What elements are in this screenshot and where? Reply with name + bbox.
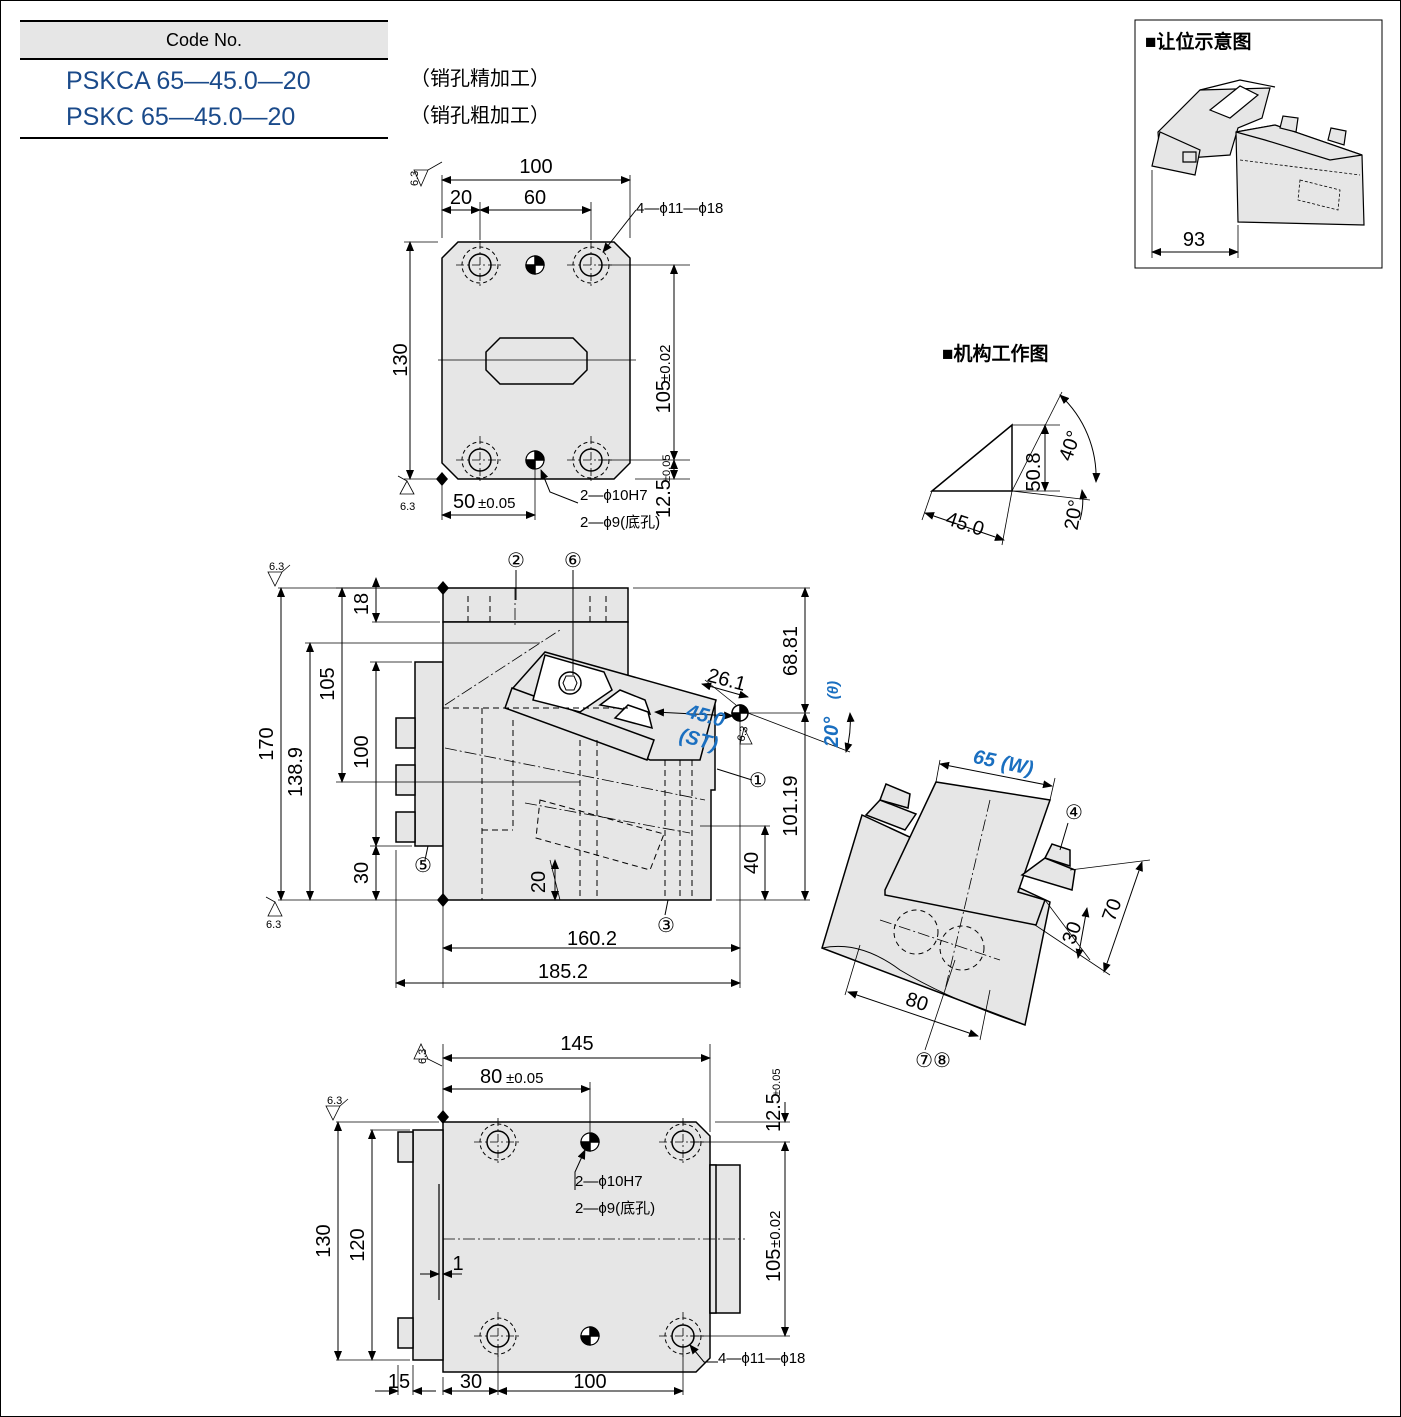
bv-roughness-2: 6.3	[327, 1095, 342, 1107]
sv-dim-30: 30	[351, 862, 373, 884]
sv-dim-170: 170	[256, 727, 278, 760]
sv-part-1: ①	[749, 770, 767, 792]
top-view-labels: 100 20 60 130 105 ±0.02 12.5 ±0.05 50 ±0…	[390, 156, 723, 531]
mechanism-labels: ■机构工作图 50.8 45.0 40° 20°	[942, 342, 1088, 541]
sv-part-5: ⑤	[414, 855, 432, 877]
tv-dim-100: 100	[519, 156, 552, 178]
tv-dim-130: 130	[390, 343, 412, 376]
side-view-labels: 170 138.9 105 100 30 18 68.81 101.19 40 …	[256, 550, 843, 983]
bottom-view	[325, 1043, 790, 1395]
bv-dim-100: 100	[573, 1371, 606, 1393]
code-row-pskc: PSKC 65—45.0—20	[66, 103, 296, 131]
bv-dim-105: 105	[763, 1249, 785, 1282]
bv-pin-1: 2—ϕ10H7	[575, 1173, 643, 1190]
bv-dim-12-5-tol: ±0.05	[771, 1069, 783, 1096]
sv-dim-100: 100	[351, 735, 373, 768]
iso-view	[821, 759, 1151, 1051]
clearance-title: ■让位示意图	[1145, 30, 1251, 53]
tv-pin-1: 2—ϕ10H7	[580, 487, 648, 504]
sv-dim-160-2: 160.2	[567, 928, 617, 950]
clearance-dim-93: 93	[1183, 229, 1205, 251]
bv-dim-80-tol: ±0.05	[506, 1070, 543, 1087]
sv-dim-40: 40	[741, 852, 763, 874]
bv-dim-12-5: 12.5	[763, 1093, 785, 1132]
iso-dim-65: 65	[971, 746, 998, 772]
sv-dim-20-deg: 20°	[821, 716, 843, 748]
tv-dim-50: 50	[453, 491, 475, 513]
mechanism-diagram	[921, 391, 1101, 546]
bv-left-plate	[412, 1129, 444, 1361]
sv-part-6: ⑥	[564, 550, 582, 572]
sv-roughness-2: 6.3	[266, 919, 281, 931]
sv-roughness-1: 6.3	[269, 561, 284, 573]
bv-dim-130: 130	[313, 1224, 335, 1257]
top-view-slot	[485, 337, 588, 385]
mech-dim-40: 40°	[1055, 428, 1086, 464]
tv-holes: 4—ϕ11—ϕ18	[636, 200, 723, 217]
sv-dim-68-81: 68.81	[780, 626, 802, 676]
datum-markers	[436, 472, 449, 1124]
code-note-fine: （销孔精加工）	[410, 68, 550, 90]
mech-dim-50-8: 50.8	[1023, 453, 1045, 492]
tv-dim-60: 60	[524, 187, 546, 209]
sv-dim-185-2: 185.2	[538, 961, 588, 983]
bv-dim-1: 1	[452, 1253, 463, 1275]
tv-dim-12-5: 12.5	[653, 479, 675, 518]
mech-dim-20: 20°	[1061, 498, 1088, 532]
bv-dim-80: 80	[480, 1066, 502, 1088]
iso-part-4: ④	[1065, 802, 1083, 824]
tv-dim-12-5-tol: ±0.05	[661, 455, 673, 482]
sv-cam-top-block	[442, 587, 629, 623]
bv-dim-15: 15	[388, 1371, 410, 1393]
sv-dim-20b: 20	[528, 871, 550, 893]
sv-dim-theta: (θ)	[825, 681, 842, 699]
bv-dim-145: 145	[560, 1033, 593, 1055]
side-view	[265, 564, 855, 988]
sv-dim-26-1: 26.1	[705, 665, 748, 696]
bv-holes: 4—ϕ11—ϕ18	[718, 1350, 805, 1367]
tv-pin-2: 2—ϕ9(底孔)	[580, 514, 660, 531]
mechanism-triangle	[929, 423, 1013, 492]
iso-dim-w: (W)	[999, 752, 1035, 780]
top-view	[397, 161, 690, 520]
sv-dim-101-19: 101.19	[780, 775, 802, 836]
code-table-header: Code No.	[20, 20, 388, 60]
mech-dim-45: 45.0	[943, 508, 987, 541]
sv-part-3: ③	[657, 915, 675, 937]
tv-roughness-1: 6.3	[409, 171, 421, 186]
sv-dim-18: 18	[351, 593, 373, 615]
tv-dim-105-tol: ±0.02	[657, 345, 674, 382]
clearance-diagram: ■让位示意图 93	[1134, 19, 1383, 269]
bv-roughness-1: 6.3	[417, 1049, 429, 1064]
sv-dim-105: 105	[317, 667, 339, 700]
tv-dim-105: 105	[653, 380, 675, 413]
bv-dim-105-tol: ±0.02	[767, 1211, 784, 1248]
sv-roughness-3: 6.3	[735, 725, 751, 743]
bv-pin-2: 2—ϕ9(底孔)	[575, 1200, 655, 1217]
tv-dim-50-tol: ±0.05	[478, 495, 515, 512]
code-note-rough: （销孔粗加工）	[410, 105, 550, 127]
sv-left-plate	[414, 661, 444, 847]
sv-dim-138-9: 138.9	[285, 747, 307, 797]
tv-roughness-2: 6.3	[400, 501, 415, 513]
iso-part-78: ⑦⑧	[915, 1050, 951, 1072]
bv-dim-30: 30	[460, 1371, 482, 1393]
code-table: Code No. PSKCA 65—45.0—20 PSKC 65—45.0—2…	[20, 20, 388, 139]
bv-dim-120: 120	[347, 1228, 369, 1261]
tv-dim-20: 20	[450, 187, 472, 209]
bv-main-plate	[442, 1121, 711, 1373]
code-row-pskca: PSKCA 65—45.0—20	[66, 67, 311, 95]
bottom-view-labels: 145 80 ±0.05 130 120 12.5 ±0.05 105 ±0.0…	[313, 1033, 805, 1393]
sv-part-2: ②	[507, 550, 525, 572]
mechanism-title: ■机构工作图	[942, 342, 1048, 365]
